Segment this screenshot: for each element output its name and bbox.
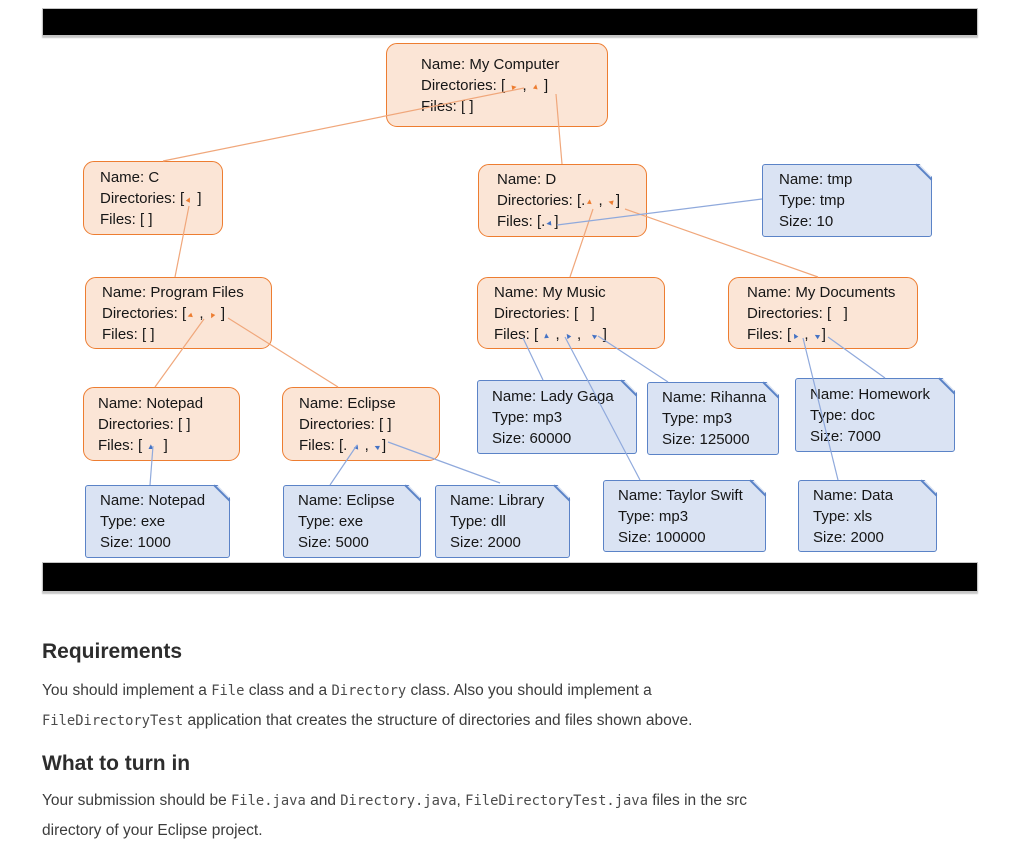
node-text-line: Name: D bbox=[497, 171, 557, 188]
node-text-line: Files: [ ] bbox=[102, 325, 155, 343]
node-text-line: Type: exe bbox=[298, 513, 364, 530]
node-text-line: Type: dll bbox=[450, 513, 506, 530]
node-text-line: Name: tmp bbox=[779, 171, 853, 188]
node-text-line: Type: doc bbox=[810, 406, 876, 424]
node-text-line: Files: [ ▲ , ▲ , ▲ ] bbox=[494, 325, 607, 343]
node-text-line: Directories: [▲ , ▲ ] bbox=[102, 304, 226, 322]
node-text-line: Files: [ ] bbox=[100, 210, 153, 228]
node-text-line: Size: 2000 bbox=[813, 528, 884, 546]
file-pointer-arrow-icon: ▲ bbox=[587, 329, 600, 342]
node-text-line: Directories: [ ] bbox=[494, 304, 595, 322]
node-text-line: Size: 60000 bbox=[492, 429, 572, 447]
node-text-line: Files: [. ▲ , ▲] bbox=[299, 436, 387, 454]
node-text-line: Type: mp3 bbox=[618, 507, 689, 525]
turn-in-heading: What to turn in bbox=[42, 752, 191, 775]
node-text-line: Size: 7000 bbox=[810, 427, 881, 445]
inline-code: Directory.java bbox=[340, 793, 457, 809]
node-text-line: Type: exe bbox=[100, 513, 166, 530]
file-pointer-arrow-icon: ▲ bbox=[146, 441, 155, 451]
file-pointer-arrow-icon: ▲ bbox=[562, 329, 574, 342]
inline-code: File bbox=[211, 683, 245, 699]
node-text-line: Name: C bbox=[100, 168, 160, 186]
directory-node-c: Name: C Directories: [▲ ] Files: [ ] bbox=[83, 161, 223, 235]
node-text-line: Directories: [▲ ] bbox=[100, 189, 202, 207]
file-pointer-arrow-icon: ▲ bbox=[370, 441, 383, 453]
redacted-bar-bottom bbox=[42, 562, 978, 592]
node-text-line: Name: Library bbox=[450, 492, 545, 509]
node-text-line: Name: Program Files bbox=[102, 283, 244, 301]
node-text-line: Directories: [.▲ , ▲] bbox=[497, 192, 621, 209]
node-text-line: Size: 10 bbox=[779, 213, 834, 230]
node-text-line: Name: Taylor Swift bbox=[618, 486, 743, 504]
inline-code: File.java bbox=[231, 793, 306, 809]
node-text-line: Type: xls bbox=[813, 507, 873, 525]
directory-pointer-arrow-icon: ▲ bbox=[605, 197, 616, 208]
node-text-line: Directories: [ ] bbox=[747, 304, 848, 322]
node-text-line: Name: Eclipse bbox=[298, 492, 395, 509]
node-text-line: Name: Homework bbox=[810, 385, 931, 403]
node-text-line: Name: Rihanna bbox=[662, 389, 767, 406]
redacted-bar-top bbox=[42, 8, 978, 36]
turn-in-paragraph: Your submission should be File.java and … bbox=[42, 792, 747, 839]
node-text-line: Files: [.▲] bbox=[497, 213, 559, 230]
node-text-line: Size: 100000 bbox=[618, 528, 706, 546]
node-text-line: Directories: [ ] bbox=[98, 415, 191, 433]
file-pointer-arrow-icon: ▲ bbox=[542, 330, 552, 340]
node-text-line: Name: Notepad bbox=[98, 394, 204, 412]
node-text-line: Size: 2000 bbox=[450, 534, 521, 551]
node-text-line: Files: [ ] bbox=[421, 97, 474, 115]
directory-node-d: Name: D Directories: [.▲ , ▲] Files: [.▲] bbox=[478, 164, 647, 237]
node-text-line: Size: 5000 bbox=[298, 534, 369, 551]
node-text-line: Name: My Computer bbox=[421, 55, 560, 73]
node-text-line: Directories: [ ] bbox=[299, 415, 392, 433]
inline-code: FileDirectoryTest.java bbox=[465, 793, 648, 809]
file-pointer-arrow-icon: ▲ bbox=[351, 440, 362, 452]
node-text-line: Type: mp3 bbox=[492, 408, 563, 426]
directory-pointer-arrow-icon: ▲ bbox=[206, 309, 218, 322]
file-pointer-arrow-icon: ▲ bbox=[810, 329, 823, 342]
node-text-line: Name: Eclipse bbox=[299, 394, 396, 412]
inline-code: Directory bbox=[331, 683, 407, 699]
file-pointer-arrow-icon: ▲ bbox=[543, 218, 554, 229]
node-text-line: Name: Lady Gaga bbox=[492, 387, 614, 405]
node-text-line: Files: [▲ , ▲] bbox=[747, 325, 826, 343]
requirements-heading: Requirements bbox=[42, 640, 183, 663]
directory-pointer-arrow-icon: ▲ bbox=[509, 82, 520, 92]
node-text-line: Size: 1000 bbox=[100, 534, 171, 551]
node-text-line: Type: mp3 bbox=[662, 410, 733, 427]
node-text-line: Size: 125000 bbox=[662, 431, 750, 448]
node-text-line: Files: [ ▲ ] bbox=[98, 436, 168, 454]
directory-pointer-arrow-icon: ▲ bbox=[184, 309, 196, 321]
node-text-line: Name: Notepad bbox=[100, 492, 206, 509]
node-text-line: Name: My Documents bbox=[747, 283, 896, 301]
directory-pointer-arrow-icon: ▲ bbox=[530, 80, 541, 92]
node-text-line: Name: Data bbox=[813, 486, 894, 504]
inline-code: FileDirectoryTest bbox=[42, 713, 184, 729]
requirements-paragraph: You should implement a File class and a … bbox=[42, 682, 693, 729]
directory-pointer-arrow-icon: ▲ bbox=[585, 196, 595, 207]
node-text-line: Name: My Music bbox=[494, 283, 606, 301]
node-text-line: Type: tmp bbox=[779, 192, 845, 209]
node-text-line: Directories: [ ▲ , ▲ ] bbox=[421, 76, 549, 94]
directory-pointer-arrow-icon: ▲ bbox=[183, 193, 195, 205]
file-pointer-arrow-icon: ▲ bbox=[789, 329, 801, 342]
